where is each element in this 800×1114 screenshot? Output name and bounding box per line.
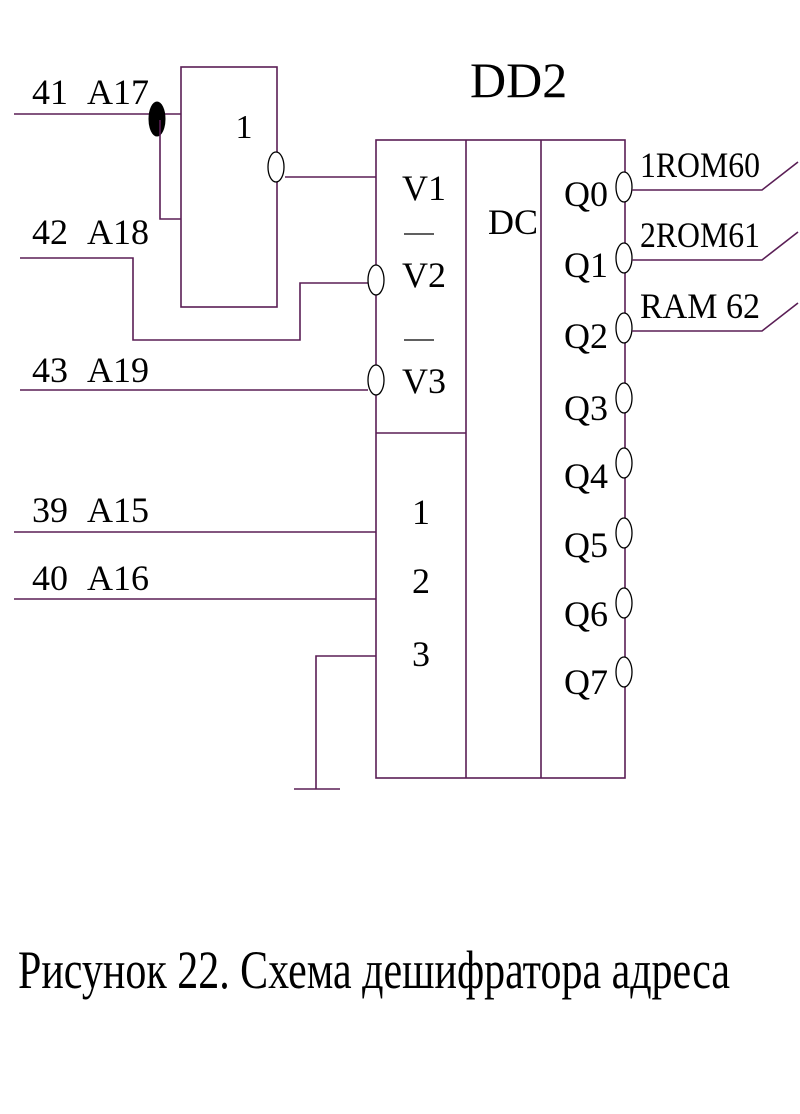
ground-symbol bbox=[294, 655, 376, 790]
enable-v3: V3 bbox=[402, 361, 446, 401]
address-input-2: 2 bbox=[412, 561, 430, 601]
v2-inversion-bubble bbox=[367, 264, 385, 296]
signal-a15: A15 bbox=[87, 490, 149, 530]
output-q4: Q4 bbox=[564, 456, 608, 496]
inverter-output-bubble bbox=[267, 151, 285, 183]
output-q7: Q7 bbox=[564, 662, 608, 702]
wire-a18 bbox=[20, 257, 368, 341]
enable-v2: V2 bbox=[402, 255, 446, 295]
signal-a18: A18 bbox=[87, 212, 149, 252]
figure-caption: Рисунок 22. Схема дешифратора адреса bbox=[18, 940, 730, 1000]
pin-43: 43 bbox=[32, 350, 68, 390]
input-a18: 42 A18 bbox=[20, 212, 368, 341]
label-1rom60: 1ROM60 bbox=[640, 145, 760, 185]
label-2rom61: 2ROM61 bbox=[640, 215, 760, 255]
output-q0: Q0 bbox=[564, 174, 608, 214]
inverter-label: 1 bbox=[236, 109, 253, 146]
label-ram62: RAM 62 bbox=[640, 286, 760, 326]
signal-a19: A19 bbox=[87, 350, 149, 390]
inverter-gate: 1 bbox=[180, 66, 376, 308]
output-q3: Q3 bbox=[564, 388, 608, 428]
pin-41: 41 bbox=[32, 72, 68, 112]
output-2rom61: 2ROM61 bbox=[632, 215, 799, 261]
address-input-1: 1 bbox=[412, 492, 430, 532]
wire-q2 bbox=[632, 302, 799, 332]
address-input-3: 3 bbox=[412, 634, 430, 674]
input-a17: 41 A17 bbox=[14, 72, 181, 220]
junction-dot bbox=[148, 101, 166, 137]
q1-bubble bbox=[615, 242, 633, 274]
q2-bubble bbox=[615, 312, 633, 344]
pin-42: 42 bbox=[32, 212, 68, 252]
decoder-chip: DD2 DC V1 V2 V3 1 2 3 Q0 Q1 Q2 Q3 Q4 Q5 … bbox=[367, 52, 633, 779]
output-q6: Q6 bbox=[564, 594, 608, 634]
q7-bubble bbox=[615, 656, 633, 688]
chip-title: DD2 bbox=[470, 52, 567, 108]
output-q1: Q1 bbox=[564, 245, 608, 285]
q3-bubble bbox=[615, 382, 633, 414]
wire-ground bbox=[315, 655, 376, 789]
inverter-body bbox=[180, 66, 278, 308]
q4-bubble bbox=[615, 447, 633, 479]
output-q5: Q5 bbox=[564, 525, 608, 565]
v3-inversion-bubble bbox=[367, 364, 385, 396]
wire-a17-to-gate bbox=[159, 120, 181, 220]
output-1rom60: 1ROM60 bbox=[632, 145, 799, 191]
q0-bubble bbox=[615, 171, 633, 203]
wire-q0 bbox=[632, 161, 799, 191]
output-ram62: RAM 62 bbox=[632, 286, 799, 332]
chip-function: DC bbox=[488, 202, 538, 242]
wire-q1 bbox=[632, 231, 799, 261]
signal-a16: A16 bbox=[87, 558, 149, 598]
q6-bubble bbox=[615, 587, 633, 619]
enable-v1: V1 bbox=[402, 168, 446, 208]
pin-39: 39 bbox=[32, 490, 68, 530]
input-a16: 40 A16 bbox=[14, 558, 376, 600]
pin-40: 40 bbox=[32, 558, 68, 598]
input-a15: 39 A15 bbox=[14, 490, 376, 533]
q5-bubble bbox=[615, 517, 633, 549]
signal-a17: A17 bbox=[87, 72, 149, 112]
output-q2: Q2 bbox=[564, 316, 608, 356]
input-a19: 43 A19 bbox=[20, 350, 368, 391]
